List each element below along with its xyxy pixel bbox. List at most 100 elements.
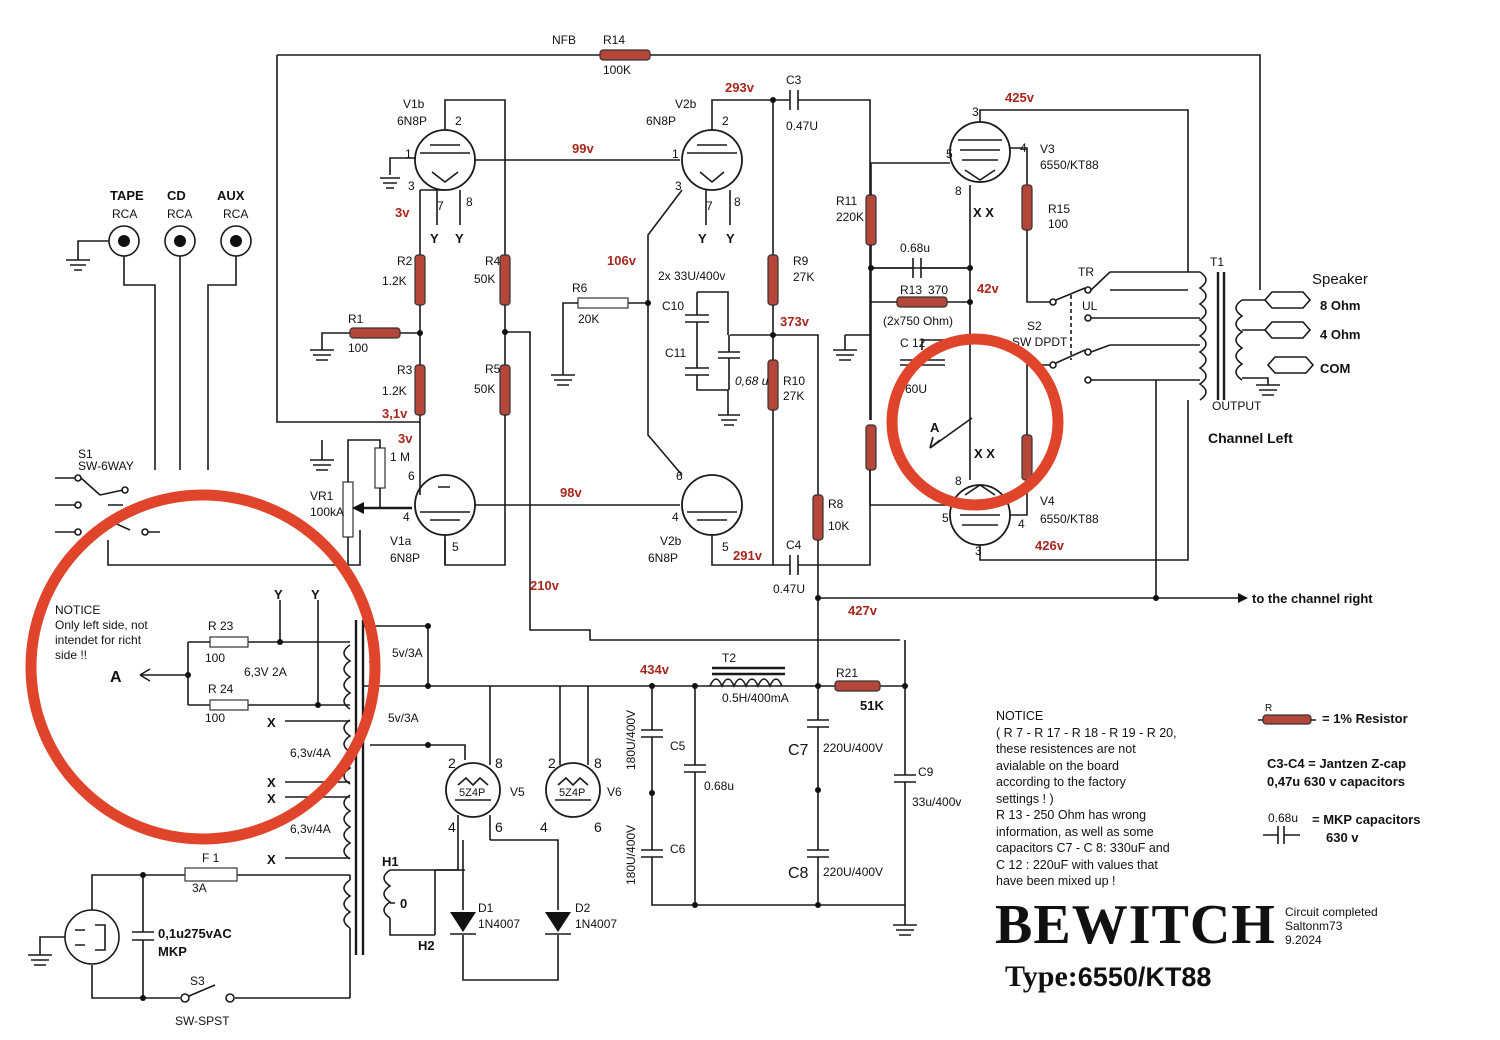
r8-value: 10K [828,519,849,533]
c6-value: 180U/400V [624,825,638,885]
volt-cathode: 106v [607,253,637,268]
d1-diode [450,912,476,932]
r10-name: R10 [783,374,805,388]
svg-text:6: 6 [495,819,503,835]
svg-text:2: 2 [722,114,729,128]
c4-value: 0.47U [773,582,805,596]
r13-note: (2x750 Ohm) [883,314,953,328]
v2b-top-type: 6N8P [646,114,676,128]
r2-resistor [414,254,426,306]
r8-name: R8 [828,497,844,511]
fuse-f1 [184,867,238,882]
legend-resistor-symbol [1262,714,1312,725]
sec-63-4a-2: 6,3v/4A [290,822,331,836]
c3-name: C3 [786,73,802,87]
r9-value: 27K [793,270,814,284]
r2-name: R2 [397,254,413,268]
volt-r3: 3,1v [382,406,408,421]
notice-right-line-8: capacitors C7 - C 8: 330uF and [996,841,1170,855]
sec-5v3a: 5v/3A [388,711,419,725]
notice-right-line-10: have been mixed up ! [996,874,1116,888]
s1-name: S1 [78,447,93,461]
svg-text:4: 4 [1018,517,1025,531]
c11-name: C11 [665,346,686,360]
channel-left: Channel Left [1208,430,1293,446]
r14-resistor [599,49,651,61]
svg-text:3: 3 [408,179,415,193]
s2-tr: TR [1078,265,1094,279]
h0-label: 0 [400,896,407,911]
brand-type: Type:6550/KT88 [1005,960,1211,994]
h1-label: H1 [382,854,399,869]
v2b-top-name: V2b [675,97,697,111]
volt-v2b-bottom-plate: 291v [733,548,763,563]
svg-text:4: 4 [540,819,548,835]
credit: Circuit completed Saltonm73 9.2024 [1285,905,1378,947]
credit-line-3: 9.2024 [1285,933,1322,947]
vr1-value: 100kA [310,505,344,519]
svg-text:3: 3 [972,105,979,119]
highlight-circle-left [25,489,381,845]
c7-value: 220U/400V [823,741,883,755]
notice-left: NOTICE Only left side, not intendet for … [55,603,148,663]
r14-name: R14 [603,33,625,47]
credit-line-2: Saltonm73 [1285,919,1343,933]
svg-text:8: 8 [495,755,503,771]
notice-right-line-7: information, as well as some [996,824,1154,839]
rca-jack-tape [108,225,140,257]
r21-resistor [834,680,881,692]
svg-text:3: 3 [975,544,982,558]
d2-type: 1N4007 [575,917,617,931]
c12-value: 60U [905,382,927,396]
c-bypass-068: 0,68 u [735,374,769,388]
r1-name: R1 [348,312,364,326]
vr1-name: VR1 [310,489,334,503]
legend-mkp-1: = MKP capacitors [1312,812,1421,827]
svg-text:5: 5 [452,540,459,554]
legend-r-symbol: R [1265,703,1272,714]
legend-jantzen-2: 0,47u 630 v capacitors [1267,774,1405,789]
s2-name: S2 [1027,319,1042,333]
svg-text:6: 6 [594,819,602,835]
c8-value: 220U/400V [823,865,883,879]
svg-text:8: 8 [955,184,962,198]
r24-resistor [209,699,249,711]
r4-name: R4 [485,254,501,268]
nfb-label: NFB [552,33,576,47]
aux-type: RCA [223,207,248,221]
r5-name: R5 [485,362,501,376]
speaker-terminal-4 [1263,321,1312,339]
r24-name: R 24 [208,682,234,696]
v6-type: 5Z4P [559,787,585,799]
notice-right: NOTICE ( R 7 - R 17 - R 18 - R 19 - R 20… [996,708,1177,890]
c3-value: 0.47U [786,119,818,133]
v6-tube [545,762,601,818]
sec-63-4a-1: 6,3v/4A [290,746,331,760]
c8-name: C8 [788,865,809,882]
aux-label: AUX [217,188,245,203]
r5-resistor [499,364,511,416]
r8-resistor [812,494,824,541]
mains-inlet [64,909,120,965]
r10-value: 27K [783,389,804,403]
brand-title: BEWITCH [995,894,1276,956]
c4-name: C4 [786,538,802,552]
svg-text:2: 2 [448,755,456,771]
r10-resistor [767,359,779,411]
r5-value: 50K [474,382,495,396]
s2-switch [1026,271,1111,395]
svg-text:8: 8 [955,474,962,488]
cd-label: CD [167,188,186,203]
speaker-title: Speaker [1312,271,1368,288]
r23-resistor [209,636,249,648]
v2b-bottom-type: 6N8P [648,551,678,565]
power-supply: 5v/3A 5v/3A 6,3v/4A 6,3v/4A X X X X R 23… [28,587,961,1028]
notice-left-title: NOTICE [55,603,101,617]
heater-63-2a: 6,3V 2A [244,665,287,679]
svg-text:8: 8 [594,755,602,771]
legend: R = 1% Resistor C3-C4 = Jantzen Z-cap 0,… [1258,703,1421,845]
